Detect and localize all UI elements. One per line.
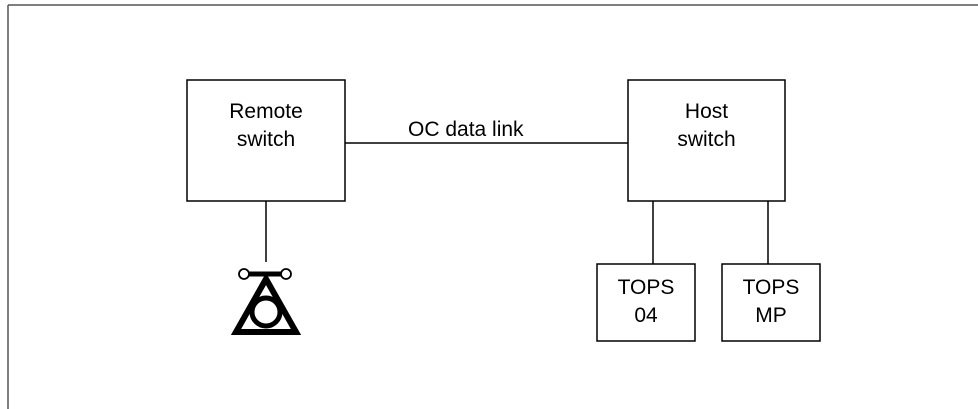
tops-mp-label-line2: MP <box>755 304 787 327</box>
tops-04-label-line2: 04 <box>634 304 658 327</box>
remote-switch-label-line2: switch <box>236 128 296 151</box>
tops-04-label: TOPS 04 <box>597 274 695 330</box>
oc-data-link-label: OC data link <box>408 118 524 141</box>
host-switch-label: Host switch <box>628 98 785 154</box>
tops-mp-label: TOPS MP <box>722 274 820 330</box>
tops-mp-label-line1: TOPS <box>742 276 800 299</box>
tops-mp-box <box>721 263 821 342</box>
tops-04-label-line1: TOPS <box>617 276 675 299</box>
host-switch-box <box>627 79 786 202</box>
tops-04-box <box>596 263 696 342</box>
operator-headset-icon <box>230 268 302 335</box>
host-switch-label-line2: switch <box>677 128 736 151</box>
host-switch-label-line1: Host <box>684 100 729 123</box>
remote-switch-label: Remote switch <box>187 98 345 154</box>
remote-switch-label-line1: Remote <box>229 100 303 123</box>
